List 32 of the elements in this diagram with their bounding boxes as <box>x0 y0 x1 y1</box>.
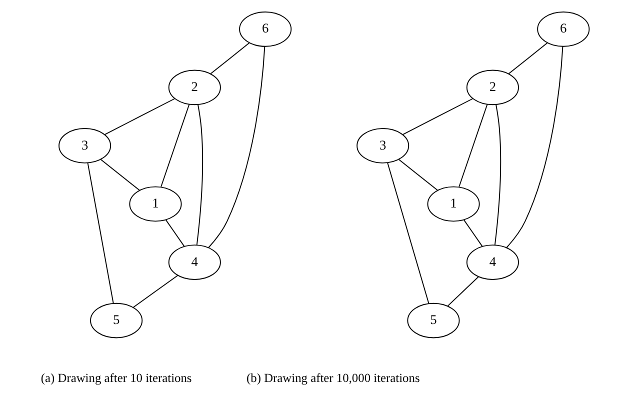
node-ellipse: 1 <box>128 186 182 222</box>
connector <box>160 104 190 188</box>
connector <box>86 162 114 304</box>
connector <box>463 220 482 247</box>
node-ellipse: 2 <box>466 70 518 106</box>
connector <box>208 46 265 248</box>
label: (a) Drawing after 10 iterations <box>40 371 192 386</box>
node-ellipse: 2 <box>168 70 220 106</box>
node-ellipse: 5 <box>90 302 142 338</box>
connector <box>104 98 175 136</box>
connector <box>165 220 184 247</box>
node-ellipse: 3 <box>58 128 111 164</box>
node-ellipse: 4 <box>466 244 518 280</box>
connector <box>494 104 501 246</box>
node-ellipse: 5 <box>406 302 460 338</box>
connector <box>446 276 478 307</box>
connector <box>100 159 140 191</box>
connector <box>210 42 250 74</box>
node-ellipse: 3 <box>356 128 409 164</box>
node-ellipse: 1 <box>426 186 480 222</box>
node-ellipse: 6 <box>536 12 590 47</box>
connector <box>506 46 563 248</box>
connector <box>132 274 178 308</box>
label: (b) Drawing after 10,000 iterations <box>246 371 420 386</box>
connector <box>398 159 438 191</box>
node-ellipse: 6 <box>238 12 292 47</box>
connector <box>196 104 203 246</box>
connector <box>402 98 473 136</box>
connector <box>508 42 548 74</box>
connector <box>386 162 429 304</box>
node-ellipse: 4 <box>168 244 220 280</box>
connector <box>458 104 488 188</box>
